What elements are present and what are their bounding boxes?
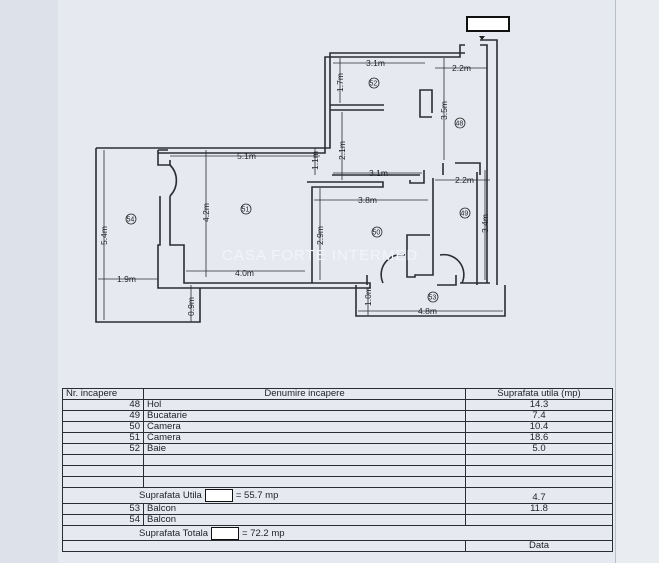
dim-label: 1.1m (310, 151, 320, 170)
table-header: Nr. incapere Denumire incapere Suprafata… (62, 388, 613, 400)
cell-area: 4.7 (465, 487, 613, 504)
cell-name: Bucatarie (143, 410, 466, 422)
cell-name: Hol (143, 399, 466, 411)
cell-name: Balcon (143, 514, 466, 526)
dim-label: 5.4m (99, 226, 109, 245)
redacted-box (466, 16, 510, 32)
room-numbers: 48 49 50 51 52 53 54 (125, 77, 471, 303)
dim-label: 2.9m (315, 226, 325, 245)
empty-row (62, 465, 613, 477)
date-row: Data (62, 540, 613, 552)
page-edge (615, 0, 659, 563)
cell-area: 11.8 (465, 503, 613, 515)
dim-label: 3.5m (439, 101, 449, 120)
cell-area: 5.0 (465, 443, 613, 455)
room-number-48: 48 (456, 121, 464, 128)
floor-plan: CASA FORTE INTERMED 3.1m 2.2m 1.7m 3.5m … (95, 36, 506, 323)
room-number-50: 50 (373, 230, 381, 237)
date-label: Data (465, 540, 613, 552)
dim-label: 4.8m (418, 306, 437, 316)
cell-name: Camera (143, 432, 466, 444)
empty-row (62, 454, 613, 466)
dimension-labels: 3.1m 2.2m 1.7m 3.5m 5.1m 1.1m 2.1m 3.1m … (99, 58, 490, 316)
total-area-label: Suprafata Totala (139, 527, 209, 539)
header-area: Suprafata utila (mp) (465, 388, 613, 400)
cell-area: 18.6 (465, 432, 613, 444)
dim-label: 1.0m (363, 287, 373, 306)
redacted-box (211, 526, 240, 540)
cell-name: Balcon (143, 503, 466, 515)
cell-nr: 50 (62, 421, 144, 433)
total-area-value: = 72.2 mp (242, 527, 285, 539)
cell-nr: 53 (62, 503, 144, 515)
cell-nr: 48 (62, 399, 144, 411)
cell-name: Camera (143, 421, 466, 433)
cell-nr: 49 (62, 410, 144, 422)
dim-label: 1.9m (117, 274, 136, 284)
room-number-51: 51 (242, 207, 250, 214)
dim-label: 2.2m (452, 63, 471, 73)
door-swing (169, 164, 178, 197)
redacted-box (204, 489, 233, 502)
room-number-52: 52 (370, 81, 378, 88)
cell-nr: 54 (62, 514, 144, 526)
entrance-arrow-icon (479, 36, 485, 40)
header-nr: Nr. incapere (62, 388, 144, 400)
cell-nr: 51 (62, 432, 144, 444)
dim-label: 1.7m (335, 73, 345, 92)
door-swing (439, 253, 465, 284)
room-number-49: 49 (461, 211, 469, 218)
useful-area-value: = 55.7 mp (235, 490, 279, 502)
dim-label: 3.4m (480, 214, 490, 233)
cell-area: 10.4 (465, 421, 613, 433)
room-number-54: 54 (127, 217, 135, 224)
watermark: CASA FORTE INTERMED (222, 247, 418, 264)
cell-area: 14.3 (465, 399, 613, 411)
dim-label: 2.2m (455, 175, 474, 185)
rooms-table: Nr. incapere Denumire incapere Suprafata… (62, 388, 613, 552)
dim-label: 4.2m (201, 203, 211, 222)
total-area-row: Suprafata Totala = 72.2 mp (62, 525, 613, 541)
cell-name: Baie (143, 443, 466, 455)
dimension-lines (98, 58, 503, 322)
empty-row (62, 476, 613, 488)
cell-nr: 52 (62, 443, 144, 455)
dim-label: 3.1m (369, 168, 388, 178)
dim-label: 2.1m (337, 141, 347, 160)
useful-area-label: Suprafata Utila (139, 490, 202, 502)
room-number-53: 53 (429, 295, 437, 302)
dim-label: 5.1m (237, 151, 256, 161)
cell-area: 7.4 (465, 410, 613, 422)
dim-label: 3.8m (358, 195, 377, 205)
door-swing (380, 253, 406, 284)
dim-label: 0.9m (186, 297, 196, 316)
walls (95, 39, 506, 323)
header-name: Denumire incapere (143, 388, 466, 400)
dim-label: 4.0m (235, 268, 254, 278)
useful-area-row: Suprafata Utila = 55.7 mp 4.7 (62, 487, 613, 504)
dim-label: 3.1m (366, 58, 385, 68)
